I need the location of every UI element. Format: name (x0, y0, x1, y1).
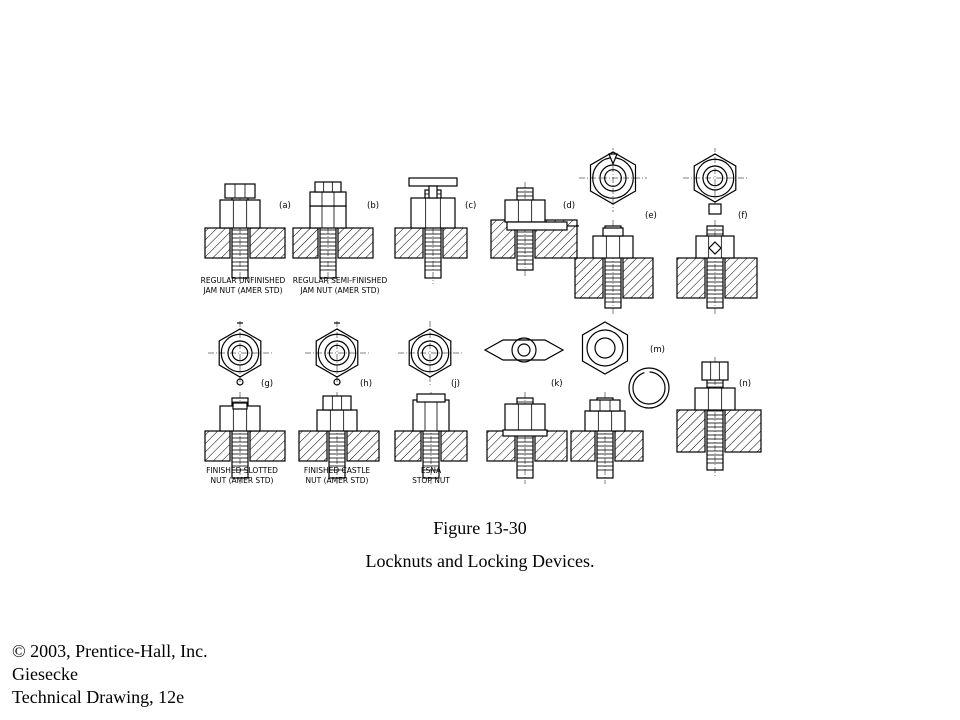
item-caption: ESNA (421, 466, 442, 475)
copyright-line: © 2003, Prentice-Hall, Inc. (12, 641, 208, 661)
item-n: (n) (676, 357, 762, 476)
item-tag: (d) (563, 201, 575, 211)
item-d: (d) (490, 182, 579, 276)
item-tag: (n) (739, 379, 751, 389)
item-e: (e) (574, 148, 657, 314)
item-k: (k) (483, 337, 568, 484)
item-caption: FINISHED CASTLE (304, 466, 371, 475)
item-tag: (c) (465, 201, 476, 211)
item-tag: (a) (279, 201, 291, 211)
item-caption: NUT (AMER STD) (306, 476, 369, 485)
item-caption: NUT (AMER STD) (211, 476, 274, 485)
item-caption: REGULAR UNFINISHED (201, 276, 286, 285)
item-tag: (g) (261, 379, 273, 389)
item-m: (m) (570, 321, 670, 484)
item-tag: (j) (451, 379, 460, 389)
item-tag: (h) (360, 379, 372, 389)
item-caption: REGULAR SEMI-FINISHED (293, 276, 388, 285)
book-title-line: Technical Drawing, 12e (12, 687, 185, 707)
item-c: (c) (394, 177, 476, 284)
item-tag: (f) (738, 211, 748, 221)
figure-title: Locknuts and Locking Devices. (365, 551, 595, 571)
figure-number: Figure 13-30 (433, 518, 527, 538)
author-line: Giesecke (12, 664, 78, 684)
item-caption: JAM NUT (AMER STD) (299, 286, 379, 295)
item-caption: JAM NUT (AMER STD) (202, 286, 282, 295)
item-f: (f) (676, 148, 758, 314)
item-tag: (e) (645, 211, 657, 221)
item-caption: STOP NUT (412, 476, 450, 485)
item-tag: (m) (650, 345, 665, 355)
item-tag: (k) (551, 379, 563, 389)
item-tag: (b) (367, 201, 379, 211)
item-caption: FINISHED SLOTTED (206, 466, 278, 475)
